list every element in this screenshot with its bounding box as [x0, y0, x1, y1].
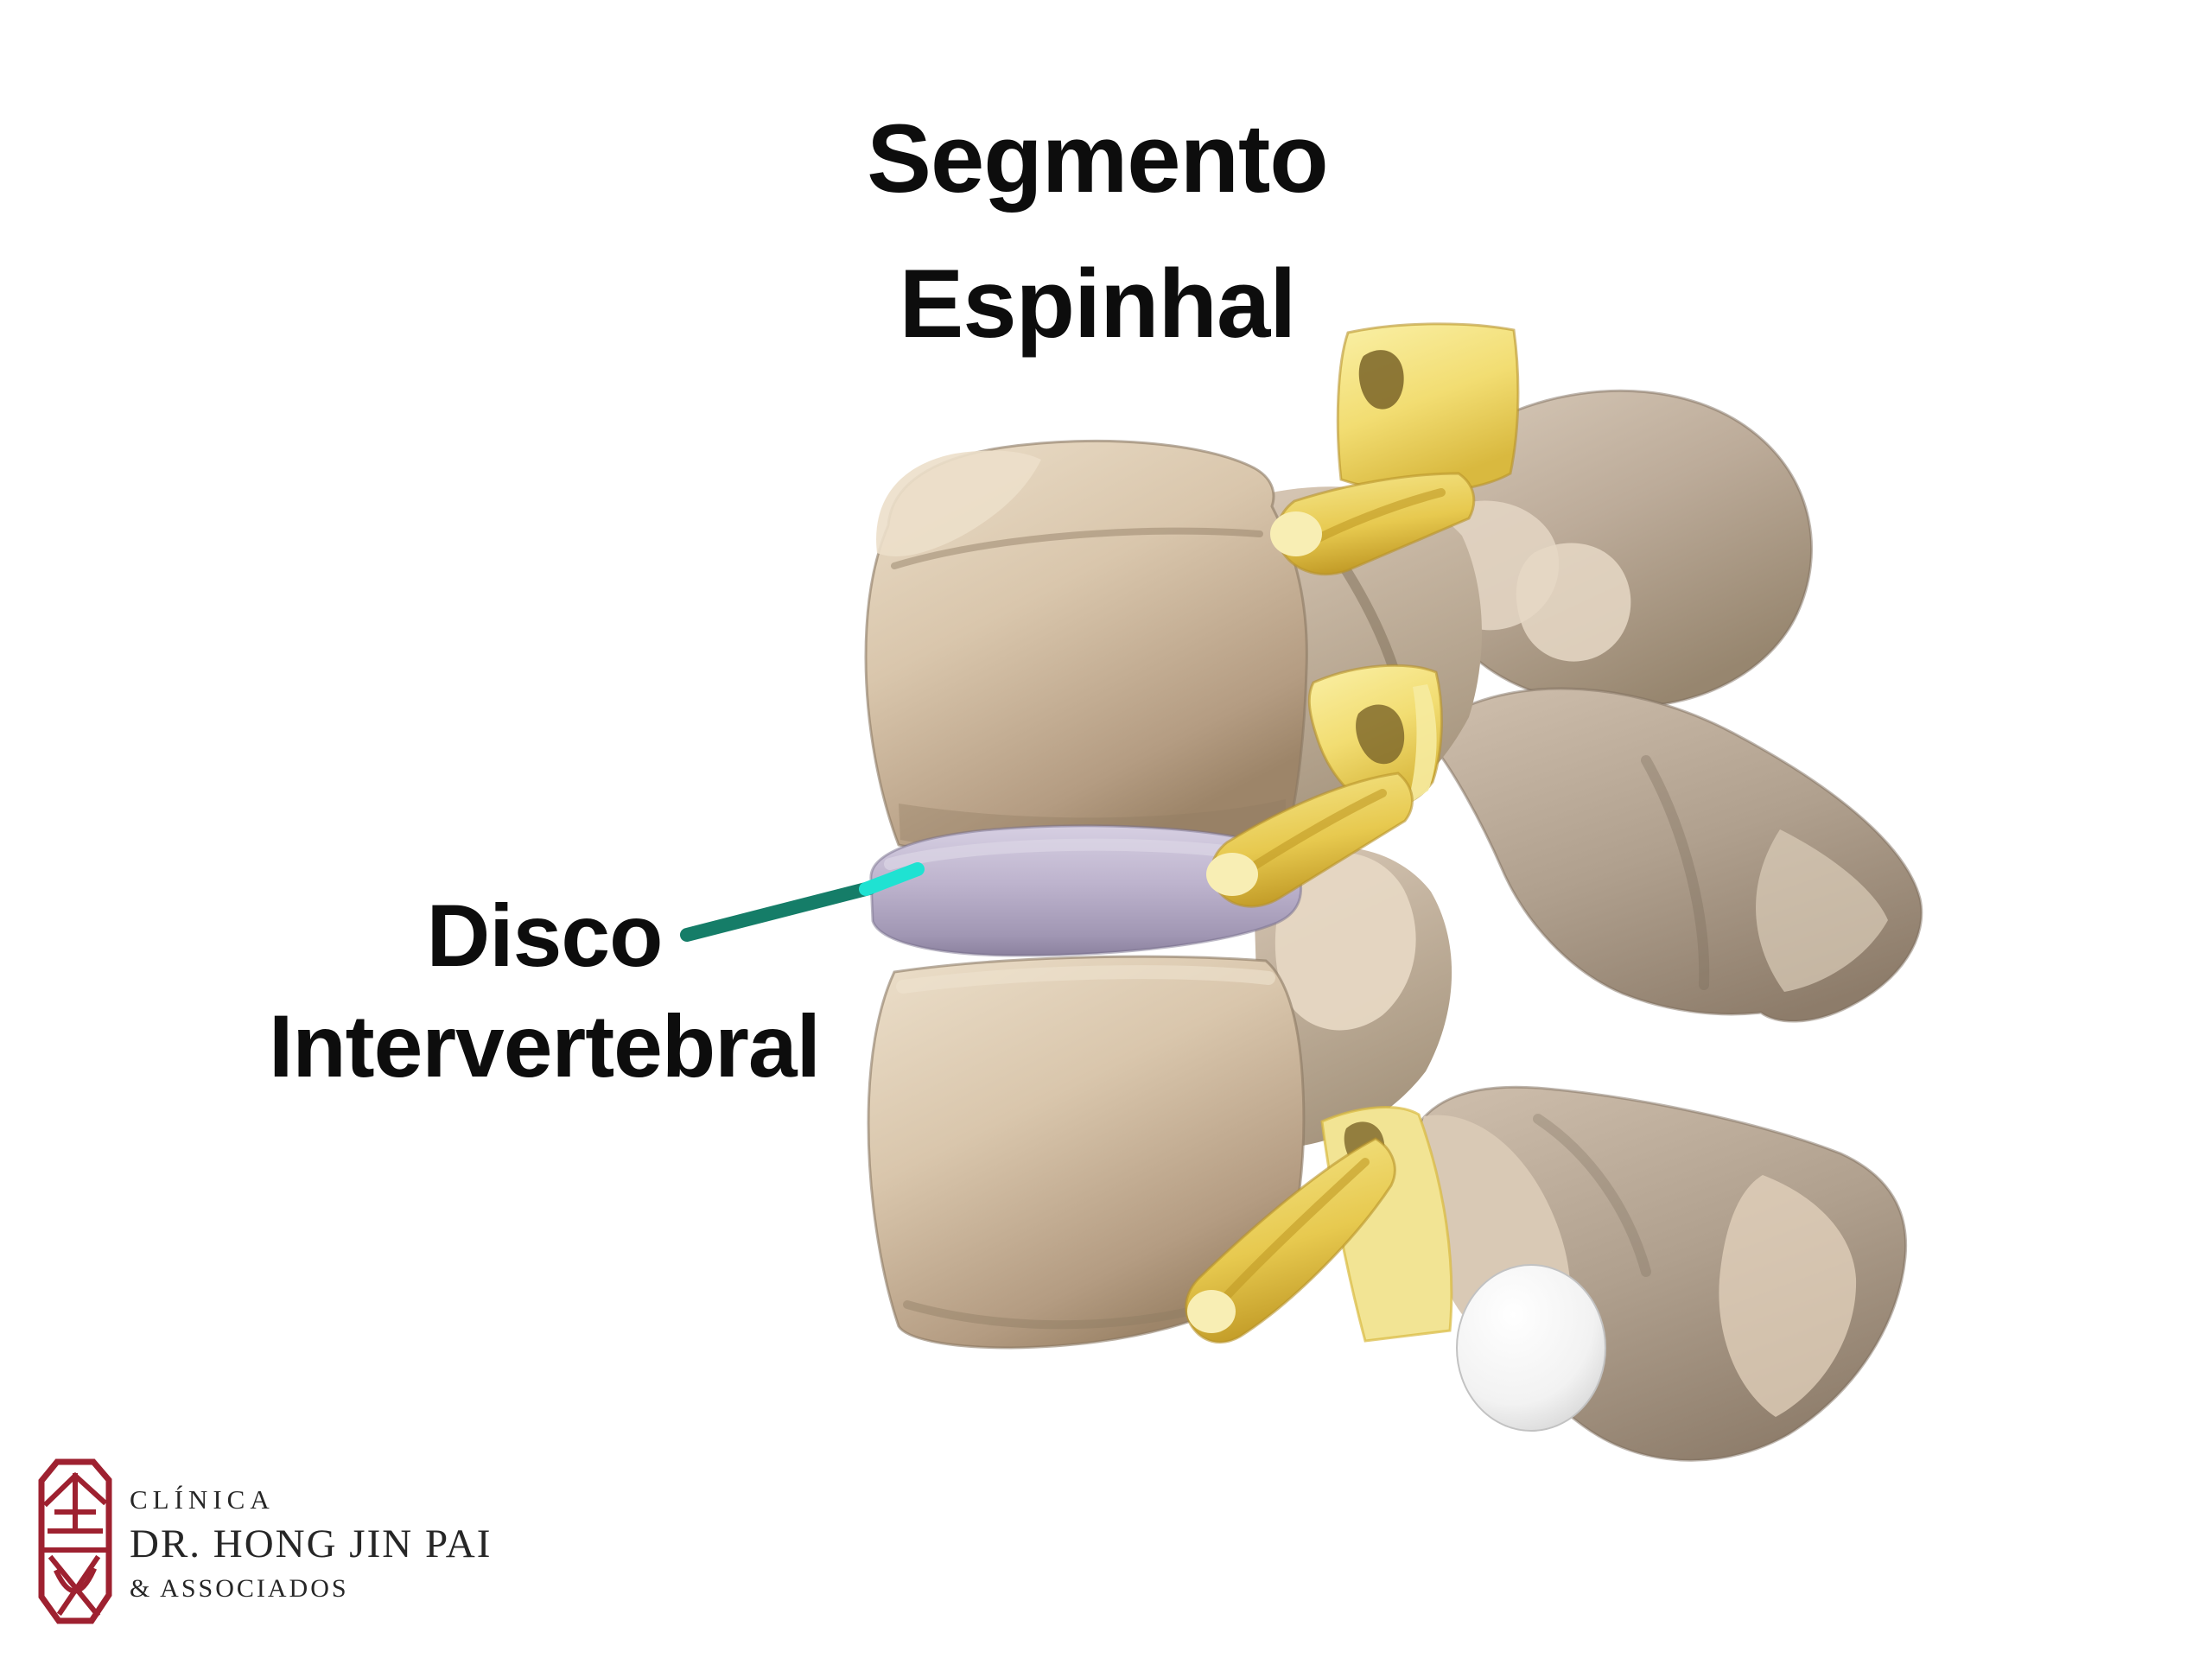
disc-annotation: Disco Intervertebral	[199, 881, 890, 1102]
upper-body-top-bulge	[876, 450, 1041, 556]
clinic-doctor-name: DR. HONG JIN PAI	[130, 1521, 493, 1566]
wing-highlight-lower	[1719, 1175, 1857, 1417]
upper-body-ridge	[891, 527, 1263, 569]
disc-top-highlight	[884, 838, 1268, 870]
nerve-mid-sheet-pale	[1407, 684, 1437, 805]
diagram-title-line1: Segmento	[867, 105, 1328, 213]
nerve-bottom-tip	[1187, 1290, 1236, 1333]
nerve-bottom-tube	[1185, 1137, 1396, 1344]
disc-annotation-line2: Intervertebral	[269, 996, 821, 1096]
wing-crease-lower	[1533, 1114, 1651, 1277]
diagram-title: Segmento Espinhal	[717, 86, 1478, 377]
spinal-nerve-root-middle	[1206, 664, 1443, 908]
clinic-logo: CLÍNICA DR. HONG JIN PAI & ASSOCIADOS	[38, 1458, 556, 1640]
nerve-mid-tube-ridge	[1250, 789, 1387, 870]
posterior-wing-upper	[1428, 687, 1923, 1023]
nerve-top-foramen	[1358, 350, 1404, 410]
superior-articular-process-lower	[1274, 852, 1416, 1031]
leader-line-cyan	[859, 862, 925, 896]
nerve-mid-foramen	[1356, 704, 1405, 765]
diagram-title-line2: Espinhal	[899, 250, 1297, 358]
facet-cartilage	[1456, 1264, 1606, 1432]
nerve-mid-tip	[1206, 853, 1258, 896]
nerve-top-tip	[1270, 511, 1322, 556]
upper-vertebra-body	[864, 439, 1308, 856]
wing-highlight-upper	[1756, 829, 1888, 992]
nerve-bottom-tube-ridge	[1218, 1158, 1370, 1305]
spinal-nerve-root-top	[1270, 322, 1520, 576]
leader-line-teal	[680, 881, 876, 942]
clinic-seal-icon	[38, 1458, 112, 1624]
disc-annotation-line1: Disco	[426, 886, 664, 985]
wing-crease-upper	[1641, 755, 1710, 990]
clinic-type-label: CLÍNICA	[130, 1484, 275, 1515]
spinal-nerve-root-bottom	[1185, 1106, 1453, 1344]
clinic-logo-text: CLÍNICA DR. HONG JIN PAI & ASSOCIADOS	[130, 1484, 492, 1604]
lower-body-top-highlight	[896, 965, 1275, 994]
clinic-associates-label: & ASSOCIADOS	[130, 1574, 349, 1603]
articular-knuckle-upper	[1516, 543, 1631, 662]
